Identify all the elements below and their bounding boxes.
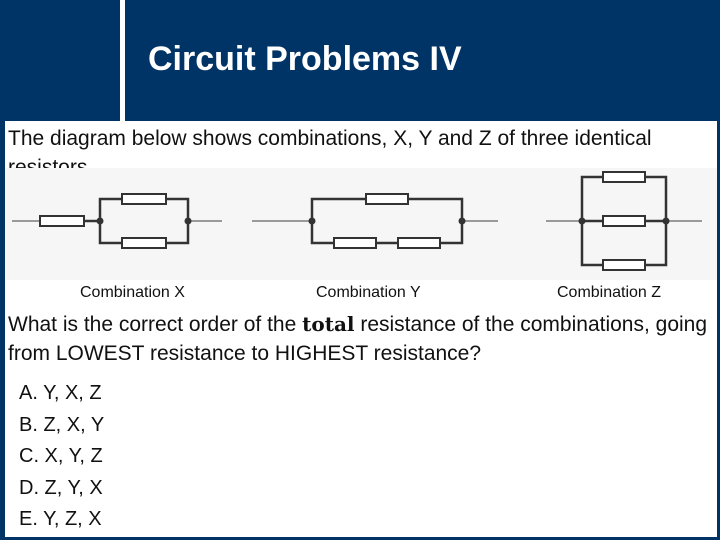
diagram-background xyxy=(5,168,717,280)
caption-combination-y: Combination Y xyxy=(316,284,421,301)
answer-option-d[interactable]: D. Z, Y, X xyxy=(19,476,103,499)
combination-z-circuit xyxy=(546,171,702,271)
resistor xyxy=(365,193,409,205)
junction-node xyxy=(578,217,586,225)
question-emphasis: total xyxy=(302,312,355,336)
resistor xyxy=(602,259,646,271)
frame-bottom-border xyxy=(0,537,720,540)
slide-title: Circuit Problems IV xyxy=(148,40,462,78)
caption-combination-x: Combination X xyxy=(80,284,185,301)
wire xyxy=(310,221,464,245)
answer-option-a[interactable]: A. Y, X, Z xyxy=(19,382,102,404)
junction-node xyxy=(96,217,104,225)
resistor xyxy=(39,215,85,227)
resistor xyxy=(121,237,167,249)
answer-option-e[interactable]: E. Y, Z, X xyxy=(19,508,102,530)
question-text: What is the correct order of the total r… xyxy=(8,310,713,368)
resistor xyxy=(602,171,646,183)
combination-x-circuit xyxy=(12,193,222,249)
question-text-end: resistance of the combinations, going fr… xyxy=(8,313,708,365)
frame-left-border xyxy=(0,121,5,540)
junction-node xyxy=(308,217,316,225)
combination-y-circuit xyxy=(252,193,498,249)
resistor xyxy=(333,237,377,249)
caption-combination-z: Combination Z xyxy=(557,284,662,301)
resistor xyxy=(602,215,646,227)
header-divider xyxy=(120,0,125,121)
question-text-start: What is the correct order of the xyxy=(8,313,303,336)
frame-right-border xyxy=(717,121,720,540)
junction-node xyxy=(662,217,670,225)
answer-option-c[interactable]: C. X, Y, Z xyxy=(19,445,103,467)
junction-node xyxy=(184,217,192,225)
answer-options: A. Y, X, Z B. Z, X, Y C. X, Y, Z D. Z, Y… xyxy=(19,378,104,536)
resistor xyxy=(397,237,441,249)
junction-node xyxy=(458,217,466,225)
answer-option-b[interactable]: B. Z, X, Y xyxy=(19,413,105,436)
resistor xyxy=(121,193,167,205)
